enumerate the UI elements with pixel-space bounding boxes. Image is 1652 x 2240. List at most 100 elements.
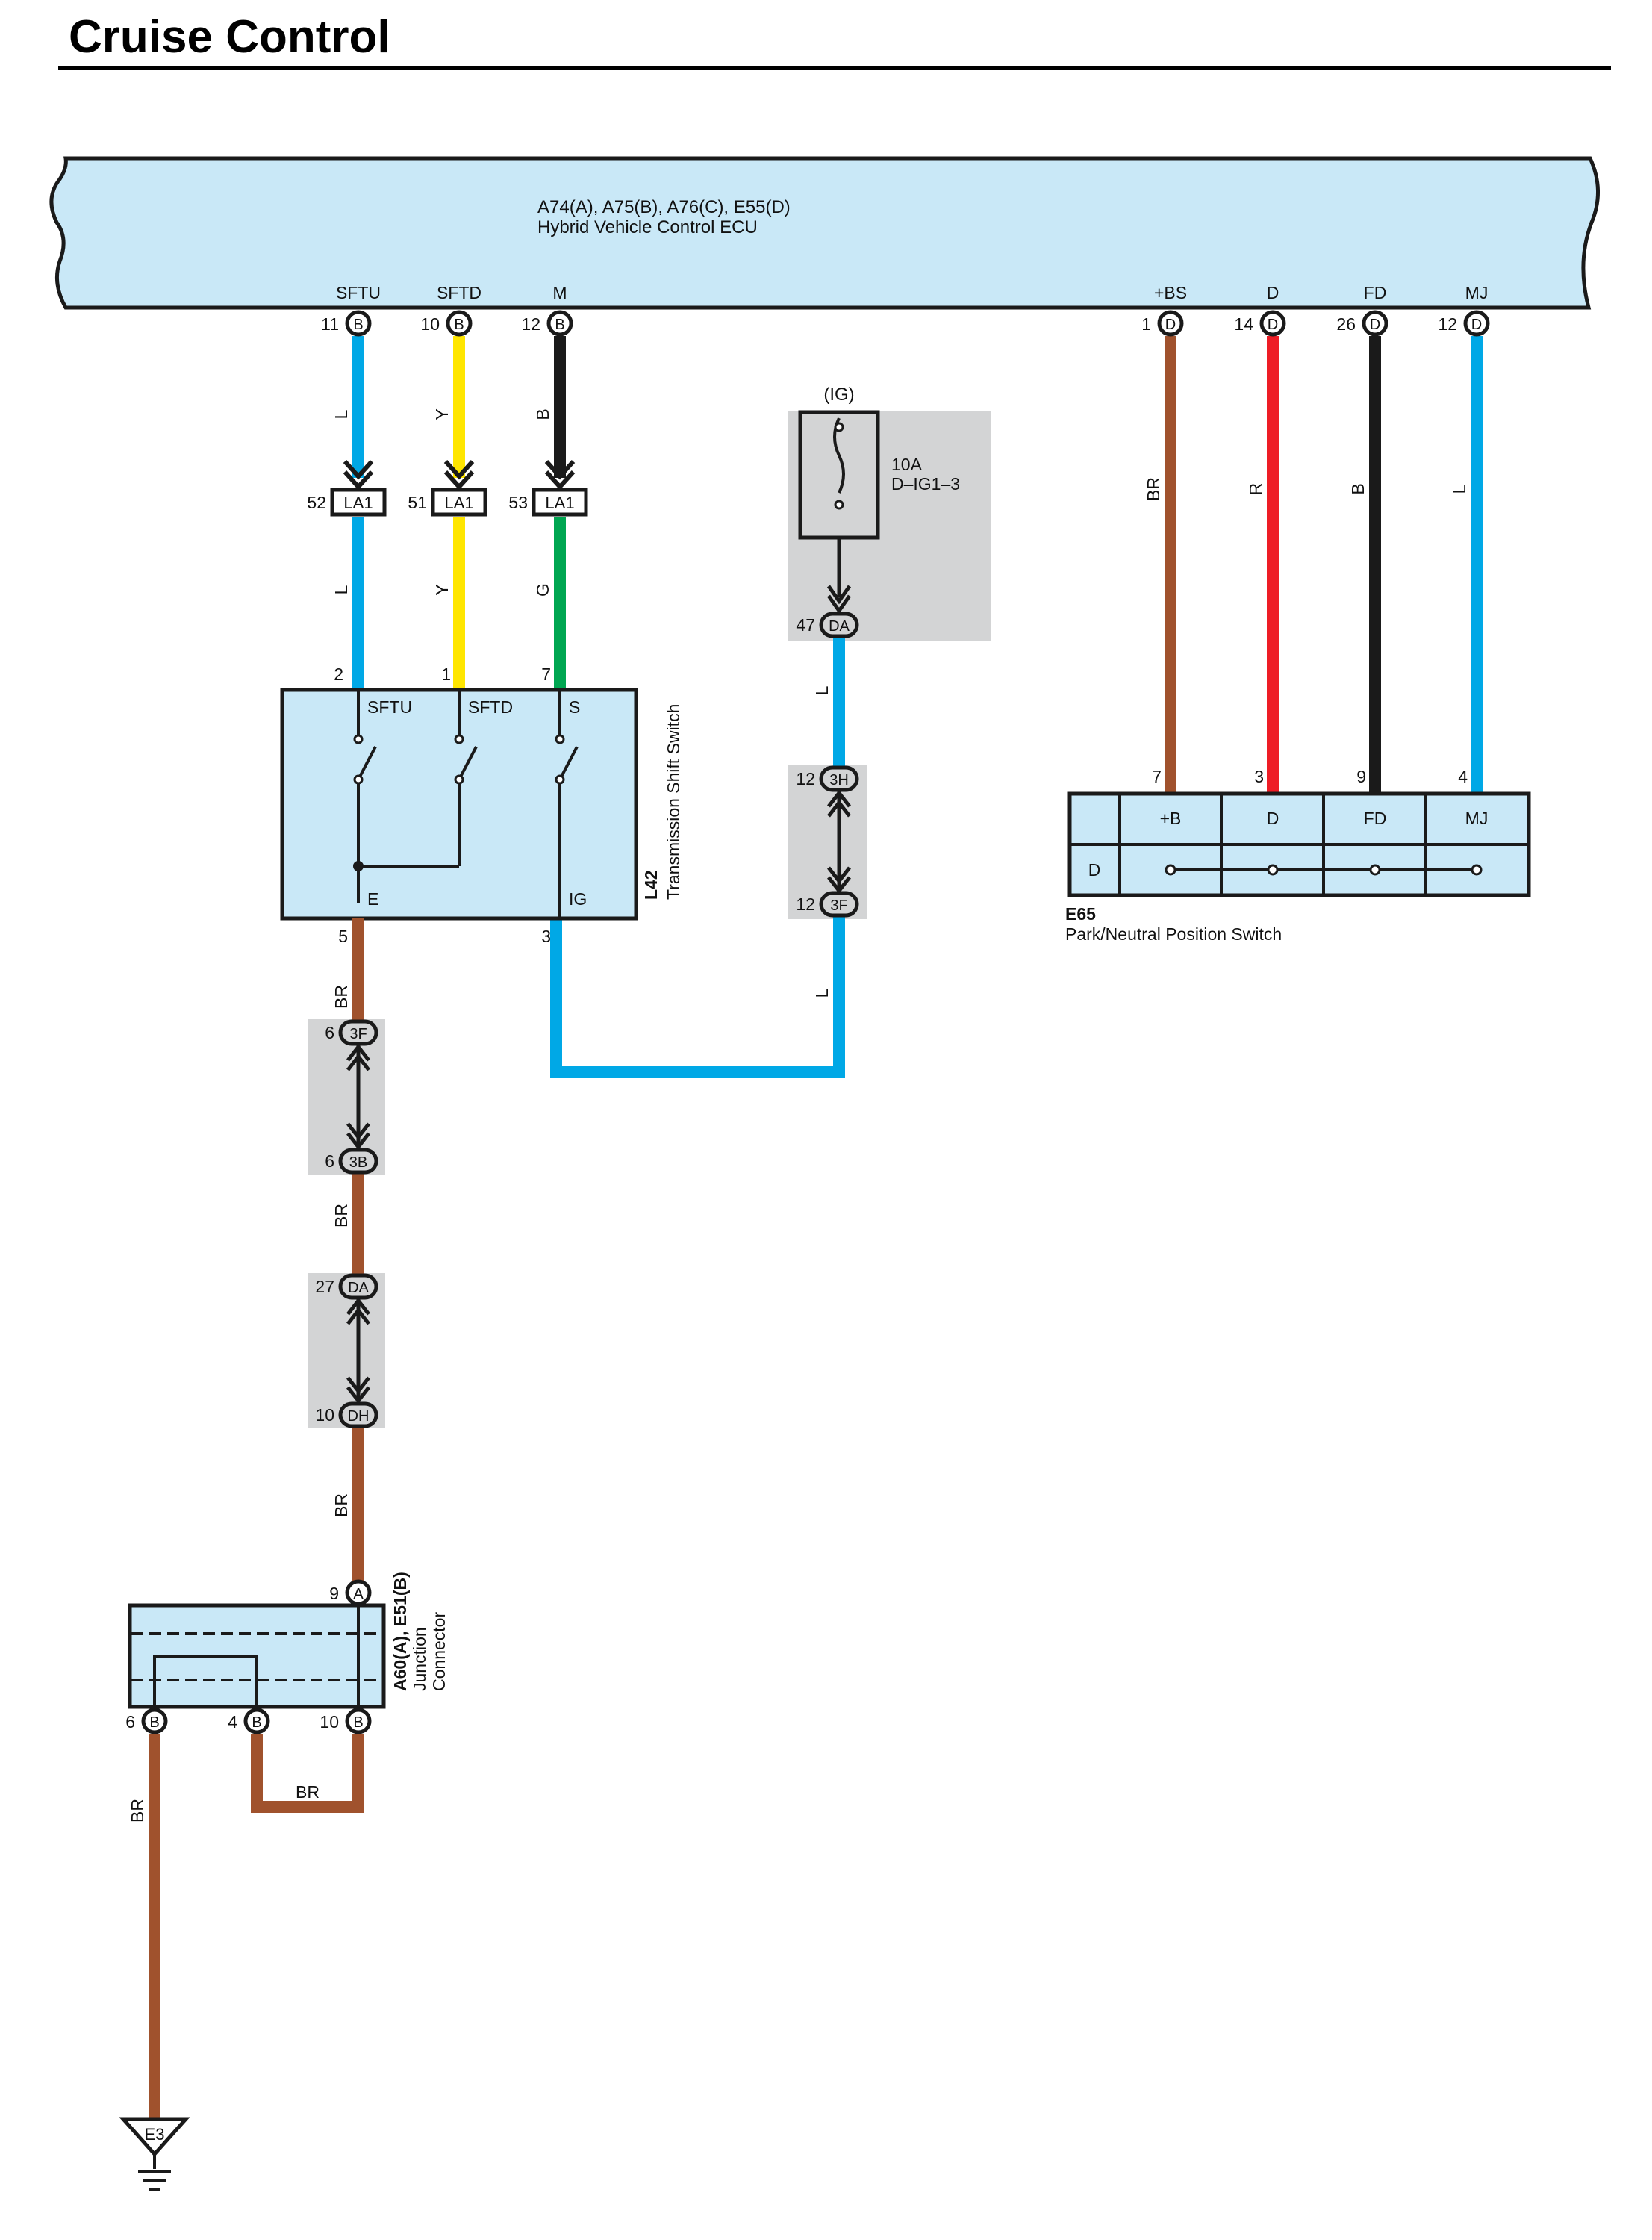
ig-wire-path: L L DA 47 3H 12 3F 12 bbox=[550, 612, 867, 1078]
ground-loop: BR BR bbox=[128, 1734, 364, 2121]
connector-12-3f: 3F 12 bbox=[796, 891, 859, 918]
wire-label-g-1: G bbox=[533, 583, 552, 597]
wire-label-l-ig2: L bbox=[812, 988, 832, 998]
wire-label-y-1: Y bbox=[432, 408, 452, 420]
svg-text:D: D bbox=[1370, 317, 1380, 333]
svg-text:6: 6 bbox=[325, 1023, 334, 1042]
connector-10-dh: DH 10 bbox=[315, 1401, 378, 1428]
svg-text:53: 53 bbox=[508, 493, 528, 512]
shift-switch-code: L42 bbox=[641, 870, 661, 900]
junction-name-1: Junction bbox=[410, 1627, 429, 1691]
ground-wire-path: BR BR BR 3F 6 3B 6 DA 27 DH 10 bbox=[308, 918, 385, 1581]
shift-switch-contacts bbox=[357, 691, 579, 917]
wire-label-r-pn: R bbox=[1246, 483, 1265, 496]
ecu-pin-bs: D 1 bbox=[1141, 310, 1184, 337]
junction-pin-10-b: B 10 bbox=[320, 1708, 372, 1735]
svg-text:A: A bbox=[353, 1586, 364, 1602]
pn-pin-4: 4 bbox=[1458, 767, 1468, 786]
hybrid-ecu: A74(A), A75(B), A76(C), E55(D) Hybrid Ve… bbox=[49, 156, 1600, 310]
shift-term-e: E bbox=[367, 889, 378, 909]
svg-text:DH: DH bbox=[348, 1408, 370, 1425]
la1-connectors: LA1 52 LA1 51 LA1 53 bbox=[307, 459, 588, 517]
ecu-pin-d: D 14 bbox=[1234, 310, 1286, 337]
svg-text:3F: 3F bbox=[830, 897, 847, 914]
svg-text:LA1: LA1 bbox=[444, 494, 473, 512]
wire-label-l-1: L bbox=[331, 409, 351, 419]
ecu-terminal-sftu: SFTU bbox=[336, 283, 381, 302]
wires-pn: BR R B L bbox=[1144, 336, 1483, 794]
wire-label-l-ig1: L bbox=[812, 685, 832, 695]
svg-text:27: 27 bbox=[315, 1277, 334, 1296]
svg-text:DA: DA bbox=[348, 1280, 369, 1296]
fuse-relay-block-shading bbox=[788, 411, 991, 641]
ground-label: E3 bbox=[145, 2125, 165, 2144]
connector-27-da: DA 27 bbox=[315, 1273, 378, 1300]
svg-text:B: B bbox=[454, 317, 464, 333]
junction-code: A60(A), E51(B) bbox=[390, 1572, 410, 1691]
ecu-name: Hybrid Vehicle Control ECU bbox=[537, 217, 758, 237]
park-neutral-switch: 7 3 9 4 +B D FD MJ D E65 Park/Neutral Po… bbox=[1065, 767, 1531, 944]
svg-text:B: B bbox=[149, 1714, 159, 1731]
wire-label-br-pn: BR bbox=[1144, 477, 1163, 501]
transmission-shift-switch: 2 1 7 SFTU SFTD S E IG 5 3 L42 Transmiss… bbox=[280, 665, 683, 946]
wire-label-b-1: B bbox=[533, 408, 552, 420]
fuse-out-arrow bbox=[826, 585, 852, 615]
svg-text:3B: 3B bbox=[349, 1154, 367, 1171]
svg-text:10: 10 bbox=[320, 1712, 339, 1732]
ecu-terminal-fd: FD bbox=[1364, 283, 1387, 302]
pn-pin-9: 9 bbox=[1356, 767, 1366, 786]
pn-col-fd: FD bbox=[1364, 809, 1387, 828]
wire-ig bbox=[550, 915, 845, 1078]
connector-12-3h: 3H 12 bbox=[796, 765, 859, 792]
wires-shift: L Y B L Y G bbox=[331, 336, 566, 688]
shift-term-sftu: SFTU bbox=[367, 697, 412, 717]
pn-col-d: D bbox=[1267, 809, 1279, 828]
la1-connector-52: LA1 52 bbox=[307, 459, 387, 517]
svg-text:D: D bbox=[1471, 317, 1482, 333]
wire-label-l-pn: L bbox=[1450, 484, 1469, 494]
title-underline bbox=[58, 66, 1611, 70]
svg-text:B: B bbox=[353, 317, 363, 333]
svg-text:12: 12 bbox=[521, 314, 540, 334]
svg-text:12: 12 bbox=[1438, 314, 1457, 334]
ecu-terminal-d: D bbox=[1267, 283, 1279, 302]
ecu-terminal-mj: MJ bbox=[1465, 283, 1489, 302]
svg-text:LA1: LA1 bbox=[343, 494, 373, 512]
junction-name-2: Connector bbox=[429, 1612, 449, 1691]
ecu-terminal-m: M bbox=[552, 283, 567, 302]
pn-col-b: +B bbox=[1160, 809, 1182, 828]
connector-6-3b: 3B 6 bbox=[325, 1148, 378, 1175]
wire-label-br-g2: BR bbox=[331, 1204, 351, 1228]
ecu-pin-sftd: B 10 bbox=[420, 310, 473, 337]
junction-connector: A 9 B 6 B 4 B 10 A60(A), E51(B) Junction… bbox=[125, 1572, 449, 1735]
ecu-codes: A74(A), A75(B), A76(C), E55(D) bbox=[537, 197, 791, 217]
ground-e3: E3 bbox=[119, 2117, 190, 2191]
svg-text:B: B bbox=[252, 1714, 261, 1731]
wire-label-br-g1: BR bbox=[331, 985, 351, 1009]
svg-text:9: 9 bbox=[329, 1584, 339, 1603]
la1-connector-51: LA1 51 bbox=[408, 459, 487, 517]
junction-3f-3b-shading bbox=[308, 1019, 385, 1175]
connector-47-da: DA 47 bbox=[796, 612, 859, 638]
svg-text:51: 51 bbox=[408, 493, 427, 512]
wire-label-br-e3: BR bbox=[128, 1799, 147, 1823]
svg-text:B: B bbox=[353, 1714, 363, 1731]
shift-pin-3: 3 bbox=[541, 927, 551, 946]
svg-text:D: D bbox=[1268, 317, 1278, 333]
svg-text:12: 12 bbox=[796, 895, 815, 914]
ecu-pin-fd: D 26 bbox=[1336, 310, 1388, 337]
junction-pin-9-a: A 9 bbox=[329, 1579, 372, 1606]
ecu-pin-m: B 12 bbox=[521, 310, 573, 337]
wire-label-l-2: L bbox=[331, 585, 351, 594]
svg-text:26: 26 bbox=[1336, 314, 1356, 334]
connector-6-3f: 3F 6 bbox=[325, 1019, 378, 1046]
ecu-pins: B 11 B 10 B 12 D 1 D 14 D 26 bbox=[321, 310, 1490, 337]
svg-text:LA1: LA1 bbox=[545, 494, 574, 512]
ecu-terminal-sftd: SFTD bbox=[437, 283, 481, 302]
svg-text:DA: DA bbox=[829, 618, 850, 635]
fuse-name: D–IG1–3 bbox=[891, 474, 960, 494]
wire-label-b-pn: B bbox=[1348, 483, 1368, 494]
ecu-terminal-bs: +BS bbox=[1154, 283, 1187, 302]
fuse-section: (IG) 10A D–IG1–3 bbox=[788, 385, 991, 641]
